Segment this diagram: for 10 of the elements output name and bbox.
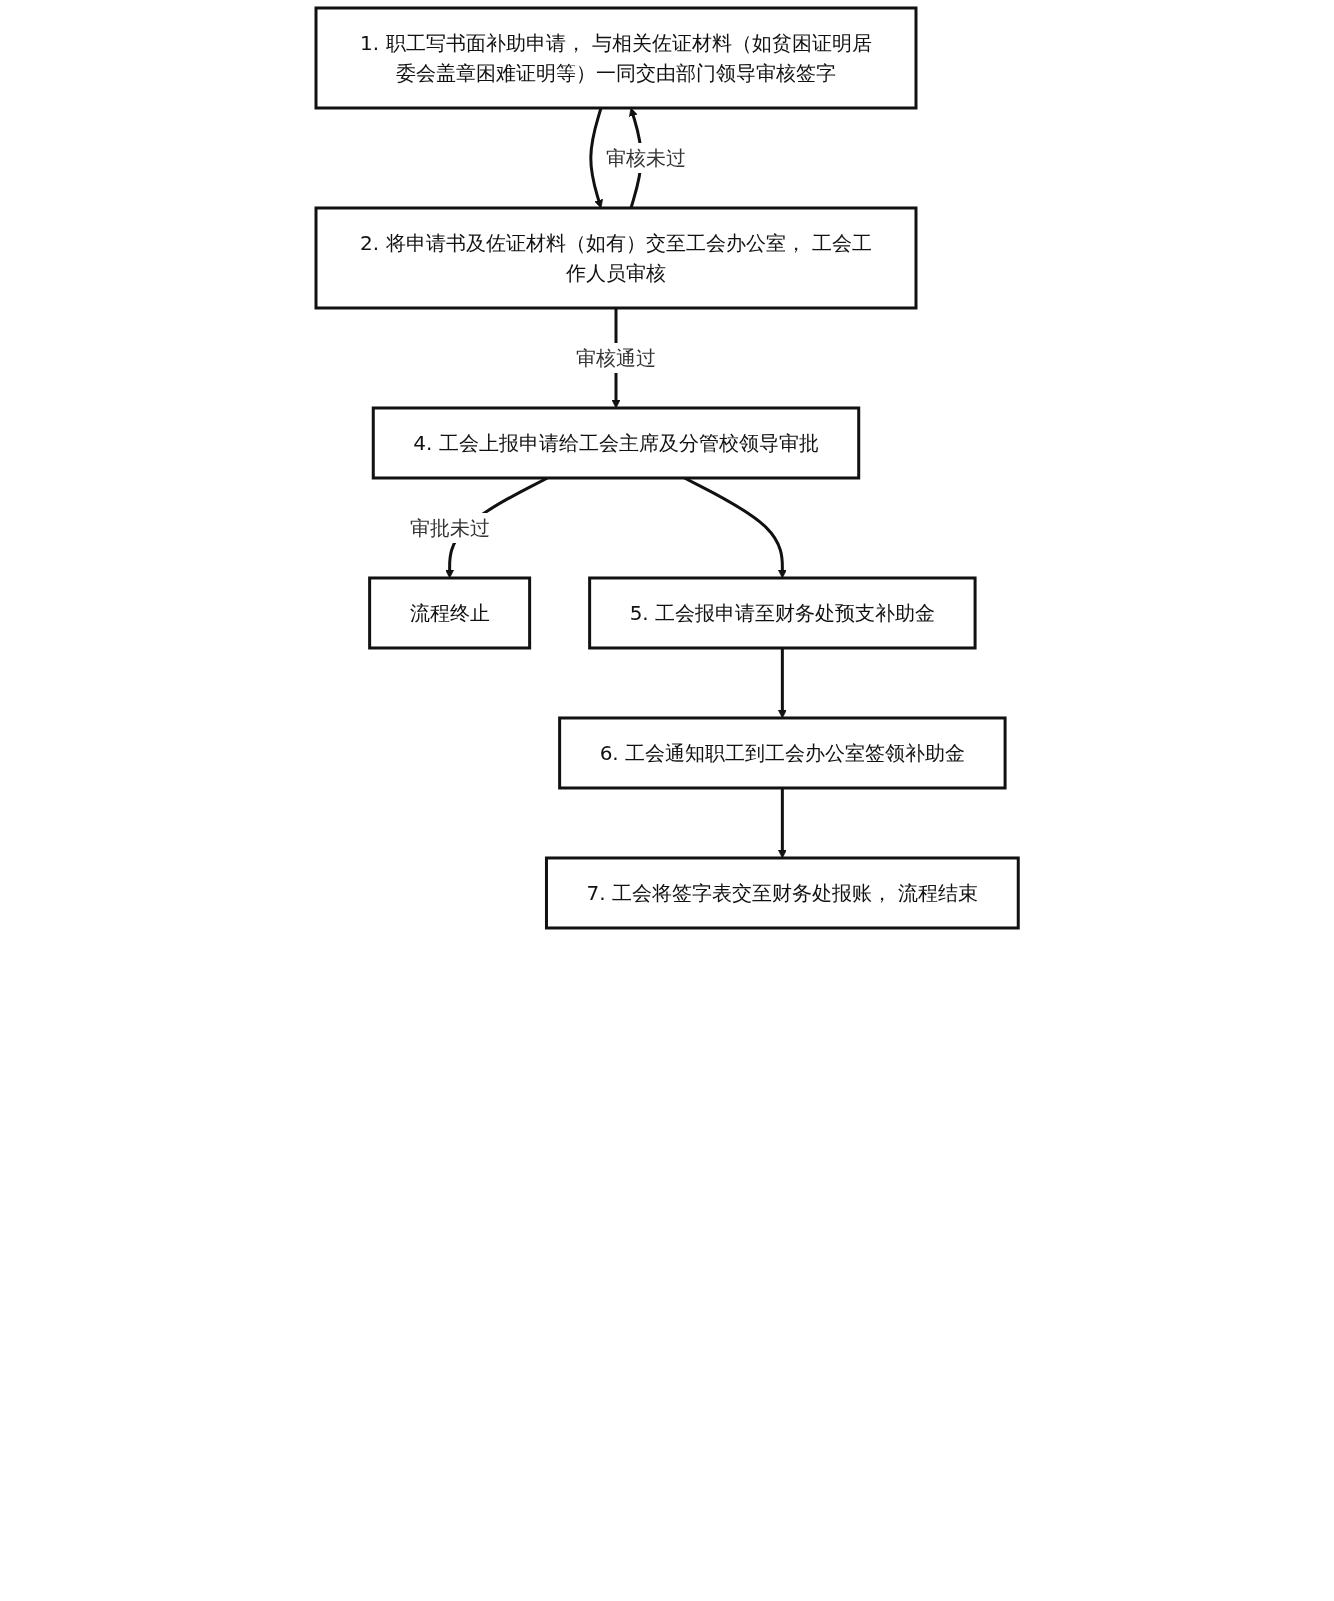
edge-label: 审核通过	[575, 345, 656, 370]
node-box: 1. 职工写书面补助申请， 与相关佐证材料（如贫困证明居委会盖章困难证明等）一同交由部门领导审核签字	[314, 6, 918, 110]
node-box: 7. 工会将签字表交至财务处报账， 流程结束	[544, 856, 1020, 930]
node-box: 6. 工会通知职工到工会办公室签领补助金	[558, 716, 1007, 790]
node-box: 5. 工会报申请至财务处预支补助金	[588, 576, 977, 650]
node-box: 流程终止	[368, 576, 531, 650]
node-box: 2. 将申请书及佐证材料（如有）交至工会办公室， 工会工作人员审核	[314, 206, 918, 310]
edge-label: 审核未过	[605, 146, 686, 170]
edge-label: 审批未过	[409, 515, 490, 540]
node-box: 4. 工会上报申请给工会主席及分管校领导审批	[371, 406, 861, 480]
